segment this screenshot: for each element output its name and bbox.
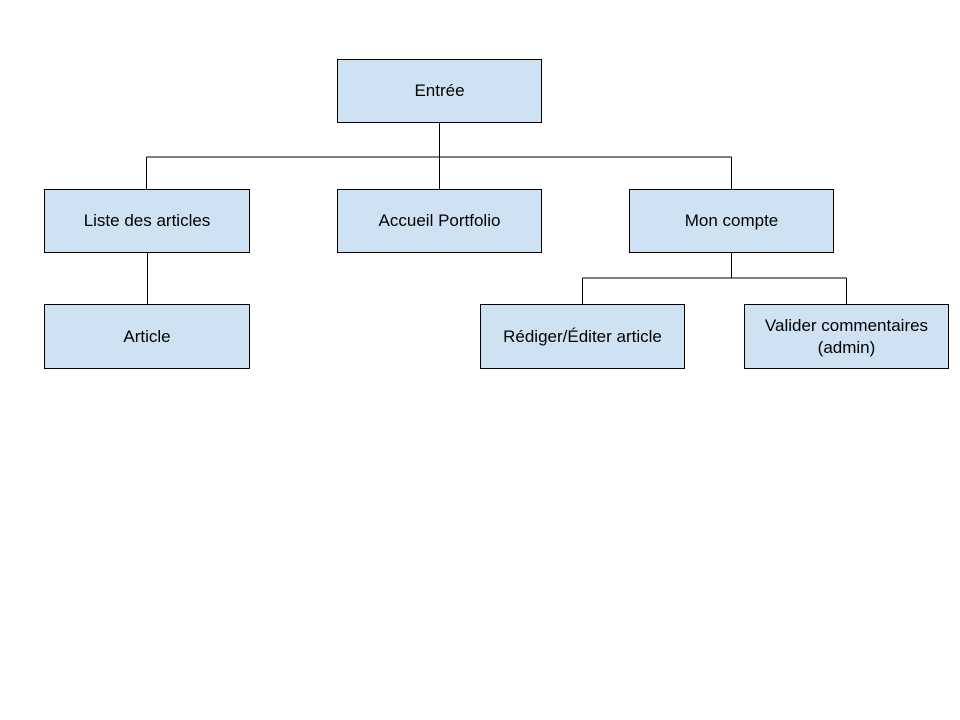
- node-accueil-portfolio: Accueil Portfolio: [337, 189, 542, 253]
- node-label: Liste des articles: [83, 211, 211, 230]
- node-liste-des-articles: Liste des articles: [44, 189, 250, 253]
- node-label: Valider commentaires (admin): [764, 315, 929, 357]
- node-label: Mon compte: [684, 211, 779, 230]
- node-valider-commentaires: Valider commentaires (admin): [744, 304, 949, 369]
- node-rediger-editer-article: Rédiger/Éditer article: [480, 304, 685, 369]
- node-label: Entrée: [414, 81, 465, 100]
- node-label: Article: [123, 326, 171, 346]
- node-entree: Entrée: [337, 59, 542, 123]
- node-article: Article: [44, 304, 250, 369]
- node-label: Rédiger/Éditer article: [503, 326, 662, 346]
- node-mon-compte: Mon compte: [629, 189, 834, 253]
- node-label: Accueil Portfolio: [378, 211, 501, 230]
